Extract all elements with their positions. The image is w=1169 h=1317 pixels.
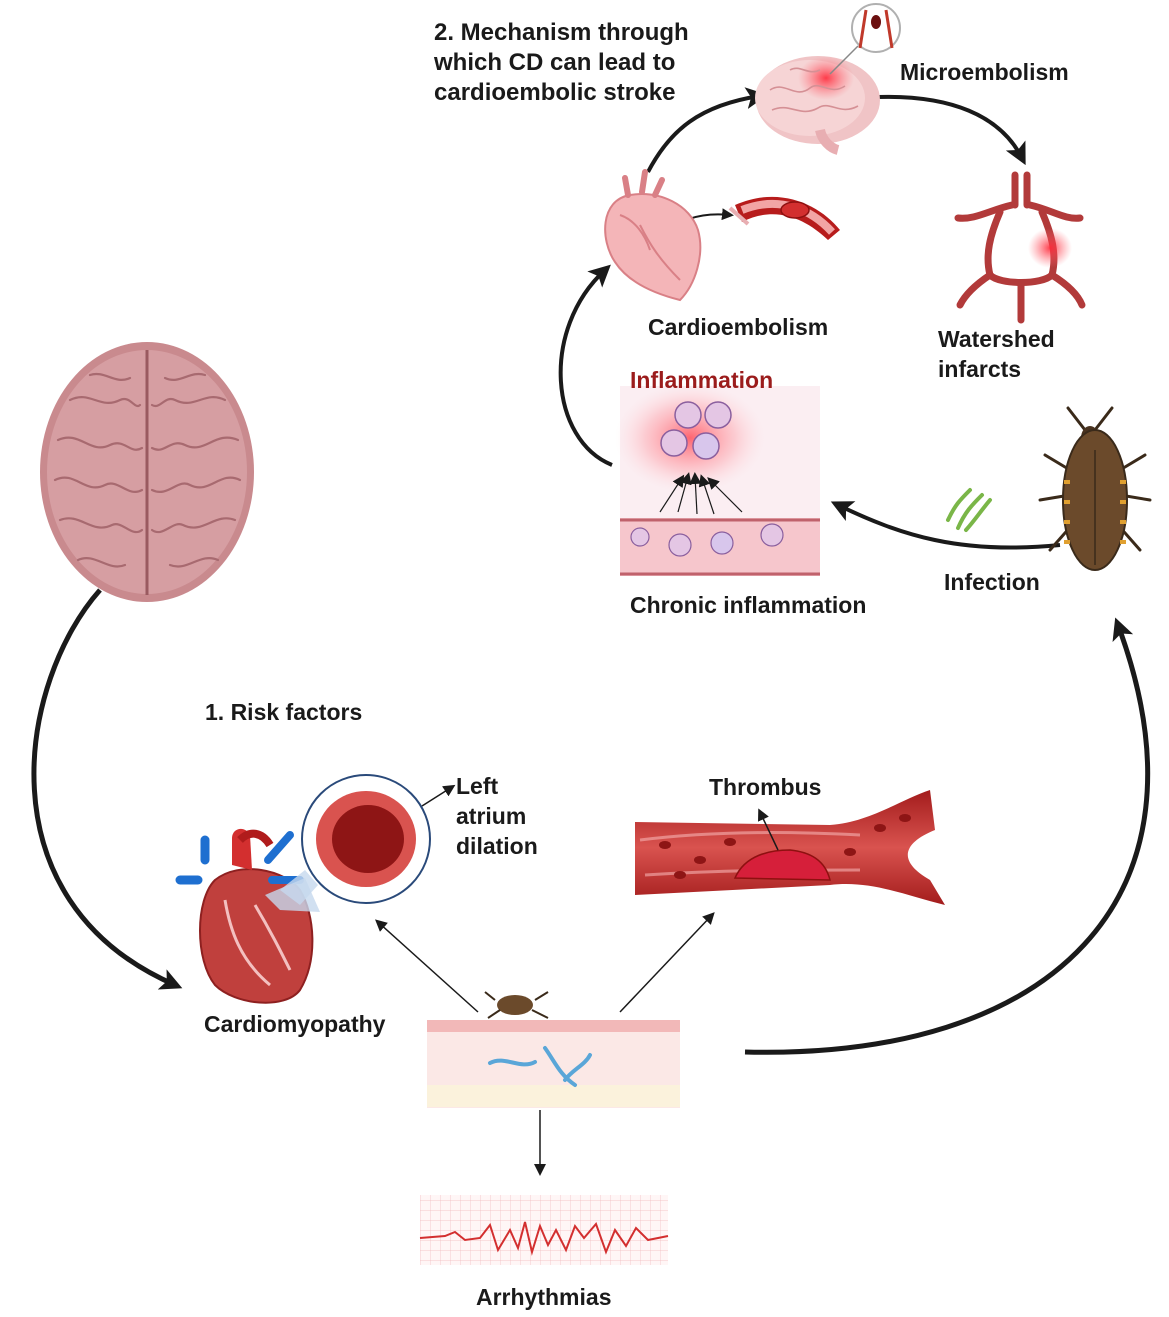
arrow-skin-to-infection	[744, 617, 1151, 1055]
label-cardiomyopathy: Cardiomyopathy	[204, 1011, 386, 1037]
label-arrhythmias: Arrhythmias	[476, 1284, 611, 1310]
label-left-atrium-dilation: Left atrium dilation	[456, 773, 538, 859]
arrow-brain-to-cardiomyopathy	[31, 588, 183, 990]
watershed-line: infarcts	[938, 356, 1021, 382]
cerebral-arteries-icon	[954, 171, 1086, 324]
inflammation-cells-icon	[615, 383, 820, 576]
atrium-line: atrium	[456, 803, 526, 829]
thrombus-vessel-icon	[635, 790, 945, 905]
arrow-heart-to-brain	[646, 87, 768, 173]
watershed-line: Watershed	[938, 326, 1055, 352]
atrium-line: dilation	[456, 833, 538, 859]
heart-icon	[175, 828, 320, 1004]
brain-side-icon	[755, 3, 901, 155]
mechanism-title-line: which CD can lead to	[433, 49, 675, 76]
label-thrombus: Thrombus	[709, 774, 821, 800]
arrow-skin-to-atrium	[375, 919, 479, 1013]
mechanism-title-line: cardioembolic stroke	[434, 79, 675, 106]
atrium-line: Left	[456, 773, 499, 799]
mechanism-title-line: 2. Mechanism through	[434, 19, 689, 46]
arrow-brain-to-arteries	[877, 94, 1026, 166]
trypanosoma-icon	[946, 488, 992, 532]
label-cardioembolism: Cardioembolism	[648, 314, 828, 340]
brain-icon	[40, 342, 254, 602]
label-chronic-inflammation: Chronic inflammation	[630, 592, 866, 618]
label-microembolism: Microembolism	[900, 59, 1069, 85]
risk-factors-title: 1. Risk factors	[205, 699, 362, 725]
label-inflammation: Inflammation	[630, 367, 773, 393]
blood-vessel-clot-icon	[728, 196, 840, 240]
triatomine-bug-icon	[1038, 406, 1152, 571]
arrow-infection-to-inflammation	[830, 501, 1061, 550]
ecg-strip-icon	[419, 1195, 669, 1265]
heart-lateral-icon	[604, 169, 702, 302]
arrow-inflammation-to-heart	[558, 264, 613, 467]
label-infection: Infection	[944, 569, 1040, 595]
label-watershed-infarcts: Watershed infarcts	[938, 326, 1061, 382]
skin-infection-icon	[427, 991, 680, 1108]
mechanism-title: 2. Mechanism through which CD can lead t…	[433, 19, 695, 106]
atrium-cross-section-icon	[280, 774, 456, 905]
arrow-skin-to-thrombus	[619, 912, 715, 1013]
